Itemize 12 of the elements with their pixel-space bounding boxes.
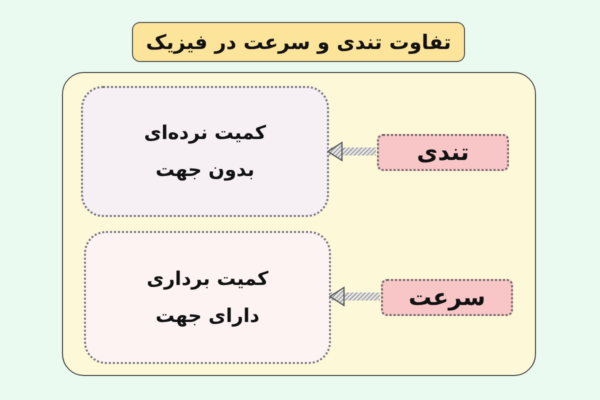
definition-box xyxy=(81,86,329,217)
definition-text: کمیت نرده‌ای بدون جهت xyxy=(142,120,268,183)
term-label: تندی xyxy=(416,138,470,168)
term-box xyxy=(377,134,509,171)
content-panel xyxy=(62,72,536,376)
term-label: سرعت xyxy=(408,284,486,312)
definition-box xyxy=(84,231,331,364)
definition-text: کمیت برداری دارای جهت xyxy=(146,266,270,329)
block-arrow xyxy=(329,286,380,306)
block-arrow xyxy=(327,142,376,162)
title-banner: تفاوت تندی و سرعت در فیزیک xyxy=(132,22,465,62)
term-box xyxy=(381,279,513,316)
